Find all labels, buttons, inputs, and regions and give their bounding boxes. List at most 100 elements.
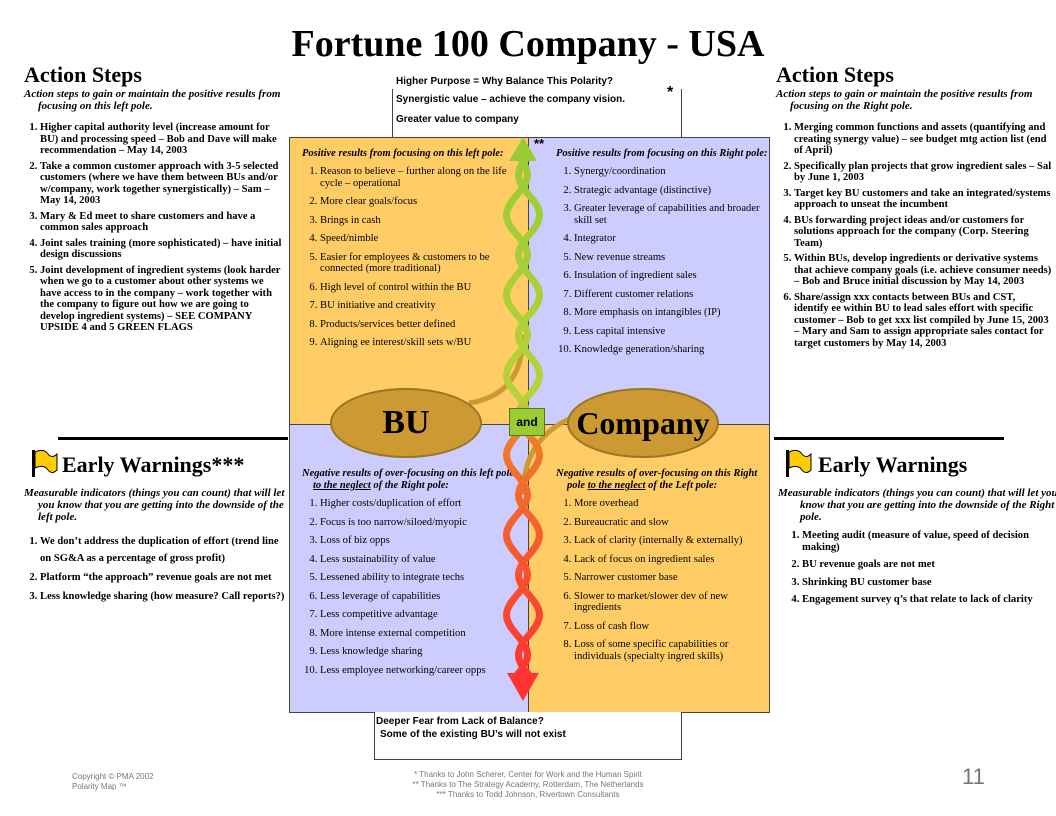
list-item: Slower to market/slower dev of new ingre… — [574, 591, 768, 614]
left-warn-list: We don’t address the duplication of effo… — [20, 533, 286, 605]
list-item: Narrower customer base — [574, 572, 768, 584]
thanks-line-3: *** Thanks to Todd Johnson, Rivertown Co… — [436, 790, 620, 799]
list-item: Bureaucratic and slow — [574, 517, 768, 529]
list-item: More emphasis on intangibles (IP) — [574, 307, 768, 319]
left-action-subtitle: Action steps to gain or maintain the pos… — [24, 88, 281, 112]
list-item: Within BUs, develop ingredients or deriv… — [794, 253, 1052, 288]
list-item: Engagement survey q’s that relate to lac… — [802, 594, 1040, 606]
list-item: Loss of biz opps — [320, 535, 518, 547]
copyright: Copyright © PMA 2002 — [72, 772, 154, 781]
list-item: Lessened ability to integrate techs — [320, 572, 518, 584]
list-item: BU revenue goals are not met — [802, 559, 1040, 571]
right-action-list-wrap: Merging common functions and assets (qua… — [774, 122, 1052, 353]
heading-underlined: to the neglect — [587, 480, 646, 491]
arrow-label: ** — [534, 136, 545, 151]
list-item: Integrator — [574, 233, 768, 245]
list-item: Speed/nimble — [320, 233, 518, 245]
higher-purpose-line-1: Synergistic value – achieve the company … — [396, 94, 625, 105]
list-item: Less knowledge sharing (how measure? Cal… — [40, 588, 286, 605]
heading-text: Negative results of over-focusing on thi… — [556, 468, 758, 491]
bottom-left-content: Negative results of over-focusing on thi… — [292, 468, 518, 683]
thanks-line-2: ** Thanks to The Strategy Academy, Rotte… — [412, 780, 644, 789]
list-item: Higher costs/duplication of effort — [320, 498, 518, 510]
list-item: Greater leverage of capabilities and bro… — [574, 203, 768, 226]
right-warn-list: Meeting audit (measure of value, speed o… — [778, 530, 1040, 606]
list-item: Loss of some specific capabilities or in… — [574, 639, 768, 662]
bottom-right-list: More overhead Bureaucratic and slow Lack… — [546, 498, 768, 662]
top-left-heading: Positive results from focusing on this l… — [302, 148, 504, 159]
right-warn-subtitle: Measurable indicators (things you can co… — [778, 487, 1056, 523]
right-action-heading: Action Steps — [776, 62, 894, 87]
list-item: Joint sales training (more sophisticated… — [40, 238, 286, 261]
list-item: Joint development of ingredient systems … — [40, 265, 286, 334]
list-item: More intense external competition — [320, 628, 518, 640]
bottom-right-content: Negative results of over-focusing on thi… — [546, 468, 768, 669]
right-pole-label: Company — [576, 405, 710, 441]
list-item: Lack of focus on ingredient sales — [574, 554, 768, 566]
left-action-list: Higher capital authority level (increase… — [20, 122, 286, 334]
page-title: Fortune 100 Company - USA — [291, 23, 765, 65]
list-item: We don’t address the duplication of effo… — [40, 533, 286, 567]
list-item: Share/assign xxx contacts between BUs an… — [794, 292, 1052, 350]
list-item: Less capital intensive — [574, 326, 768, 338]
list-item: High level of control within the BU — [320, 282, 518, 294]
list-item: Reason to believe – further along on the… — [320, 166, 518, 189]
higher-purpose-line-2: Greater value to company — [396, 114, 519, 125]
list-item: Less sustainability of value — [320, 554, 518, 566]
heading-text: of the Left pole: — [645, 480, 718, 491]
list-item: Take a common customer approach with 3-5… — [40, 161, 286, 207]
list-item: Specifically plan projects that grow ing… — [794, 161, 1052, 184]
right-pole-oval: Company — [567, 388, 719, 458]
deeper-fear-text: Some of the existing BU’s will not exist — [380, 729, 566, 740]
top-right-list: Synergy/coordination Strategic advantage… — [546, 166, 768, 356]
quadrant-bottom-left — [289, 424, 529, 713]
list-item: More overhead — [574, 498, 768, 510]
bottom-right-heading: Negative results of over-focusing on thi… — [556, 468, 768, 492]
list-item: Strategic advantage (distinctive) — [574, 185, 768, 197]
list-item: Products/services better defined — [320, 319, 518, 331]
list-item: Knowledge generation/sharing — [574, 344, 768, 356]
deeper-fear-heading: Deeper Fear from Lack of Balance? — [376, 716, 544, 727]
flag-icon — [786, 449, 812, 477]
top-left-content: Positive results from focusing on this l… — [292, 148, 518, 356]
top-right-content: Positive results from focusing on this R… — [546, 148, 768, 363]
list-item: Less leverage of capabilities — [320, 591, 518, 603]
list-item: Target key BU customers and take an inte… — [794, 188, 1052, 211]
quadrant-top-right — [528, 137, 770, 425]
arrow-up-head — [509, 137, 537, 161]
list-item: Higher capital authority level (increase… — [40, 122, 286, 157]
left-warn-subtitle: Measurable indicators (things you can co… — [24, 487, 285, 523]
list-item: Aligning ee interest/skill sets w/BU — [320, 337, 518, 349]
arrow-down-head — [507, 673, 539, 701]
list-item: Loss of cash flow — [574, 621, 768, 633]
and-box: and — [509, 408, 545, 436]
quadrant-bottom-right — [528, 424, 770, 713]
list-item: Focus is too narrow/siloed/myopic — [320, 517, 518, 529]
list-item: Different customer relations — [574, 289, 768, 301]
list-item: Less competitive advantage — [320, 609, 518, 621]
list-item: Mary & Ed meet to share customers and ha… — [40, 211, 286, 234]
heading-underlined: to the neglect — [313, 480, 371, 491]
quadrant-top-left — [289, 137, 529, 425]
flag-icon — [32, 449, 58, 477]
left-warn-list-wrap: We don’t address the duplication of effo… — [20, 533, 286, 607]
left-warn-heading: Early Warnings*** — [62, 452, 245, 477]
list-item: Brings in cash — [320, 215, 518, 227]
higher-purpose-box — [392, 89, 682, 139]
right-action-subtitle: Action steps to gain or maintain the pos… — [776, 88, 1033, 112]
list-item: Platform “the approach” revenue goals ar… — [40, 569, 286, 586]
polarity-map-mark: Polarity Map ™ — [72, 782, 127, 791]
list-item: Meeting audit (measure of value, speed o… — [802, 530, 1040, 553]
left-pole-oval: BU — [330, 388, 482, 458]
list-item: BU initiative and creativity — [320, 300, 518, 312]
right-action-list: Merging common functions and assets (qua… — [774, 122, 1052, 349]
and-label: and — [516, 415, 538, 429]
bottom-left-heading: Negative results of over-focusing on thi… — [302, 468, 518, 492]
heading-text: Negative results of over-focusing on thi… — [302, 468, 515, 479]
thanks-line-1: * Thanks to John Scherer, Center for Wor… — [414, 770, 642, 779]
higher-purpose-heading: Higher Purpose = Why Balance This Polari… — [396, 76, 613, 87]
top-right-heading: Positive results from focusing on this R… — [556, 148, 768, 159]
right-warn-heading: Early Warnings — [818, 452, 968, 477]
left-action-list-wrap: Higher capital authority level (increase… — [20, 122, 286, 338]
list-item: Less employee networking/career opps — [320, 665, 518, 677]
